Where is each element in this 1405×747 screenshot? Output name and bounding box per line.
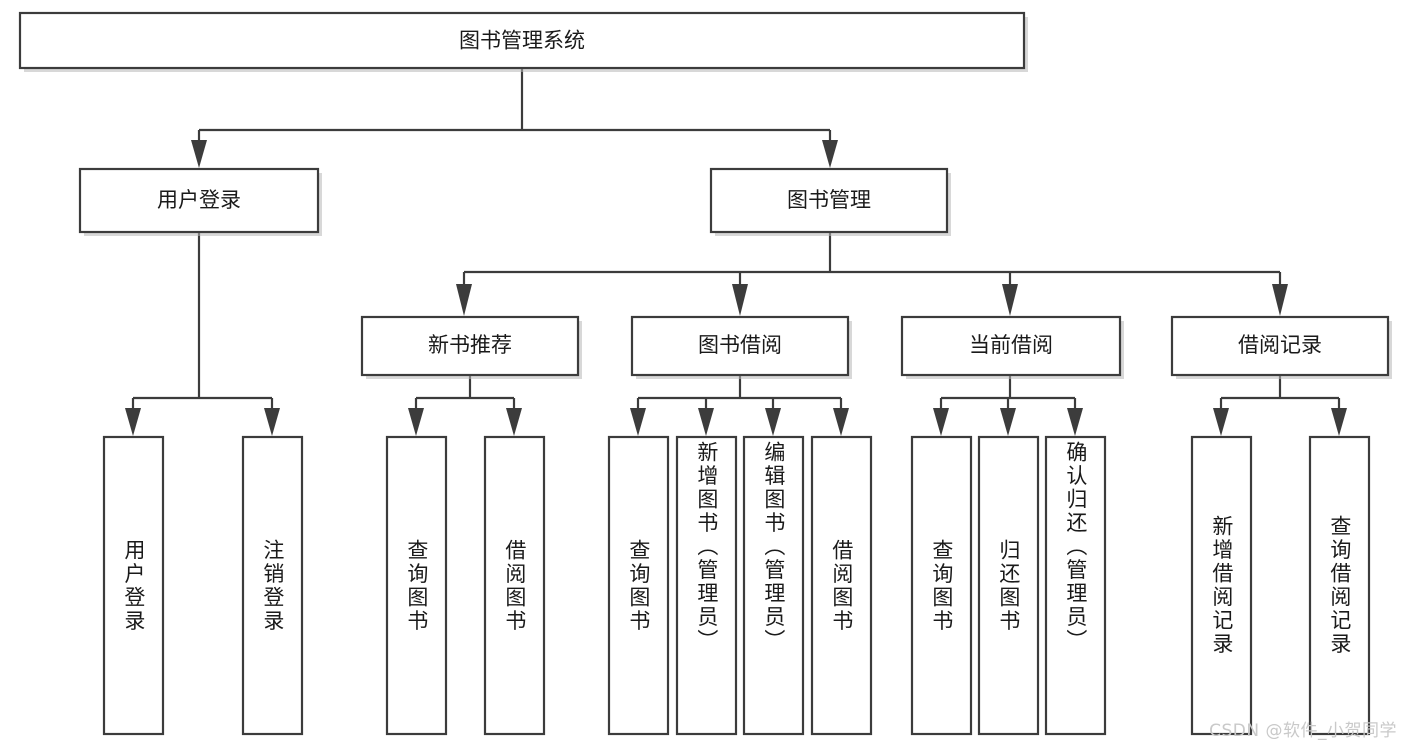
node-box-leaf-borrow-book-recommend[interactable]	[483, 435, 546, 736]
node-box-leaf-add-borrow-record[interactable]	[1190, 435, 1253, 736]
nodes-layer: 图书管理系统 用户登录 图书管理 新书推荐 图书借阅 当前借阅 借阅记录	[18, 11, 1392, 736]
node-box-user-login[interactable]	[78, 167, 320, 234]
arrow-head-current-borrow	[1002, 284, 1018, 316]
arrow-head-leaf-logout-login	[264, 408, 280, 436]
watermark-text: CSDN @软件_小贺同学	[1209, 721, 1397, 741]
node-box-leaf-query-book-recommend[interactable]	[385, 435, 448, 736]
arrow-head-leaf-query-book-borrow	[630, 408, 646, 436]
node-box-leaf-query-book-current[interactable]	[910, 435, 973, 736]
arrow-head-leaf-query-borrow-record	[1331, 408, 1347, 436]
arrow-head-leaf-borrow-book-recommend	[506, 408, 522, 436]
arrow-head-user-login	[191, 140, 207, 168]
node-box-borrow-record[interactable]	[1170, 315, 1390, 377]
arrow-head-leaf-query-book-recommend	[408, 408, 424, 436]
node-label-root: 图书管理系统	[459, 29, 585, 53]
node-box-book-manage[interactable]	[709, 167, 949, 234]
node-box-book-borrow[interactable]	[630, 315, 850, 377]
node-box-new-book-recommend[interactable]	[360, 315, 580, 377]
node-label-borrow-record: 借阅记录	[1238, 333, 1322, 357]
node-label-current-borrow: 当前借阅	[969, 333, 1053, 357]
node-label-new-book-recommend: 新书推荐	[428, 333, 512, 357]
node-box-leaf-return-book[interactable]	[977, 435, 1040, 736]
arrow-head-leaf-borrow-book	[833, 408, 849, 436]
node-box-leaf-query-borrow-record[interactable]	[1308, 435, 1371, 736]
arrow-head-book-borrow	[732, 284, 748, 316]
node-box-root[interactable]	[18, 11, 1026, 70]
node-label-book-borrow: 图书借阅	[698, 333, 782, 357]
arrow-head-borrow-record	[1272, 284, 1288, 316]
node-label-book-manage: 图书管理	[787, 188, 871, 212]
arrow-head-leaf-query-book-current	[933, 408, 949, 436]
arrow-head-leaf-add-borrow-record	[1213, 408, 1229, 436]
connectors-layer	[125, 68, 1347, 436]
node-box-leaf-edit-book[interactable]	[742, 435, 805, 736]
node-box-leaf-confirm-return[interactable]	[1044, 435, 1107, 736]
node-label-user-login: 用户登录	[157, 188, 241, 212]
arrow-head-new-book-recommend	[456, 284, 472, 316]
arrow-head-leaf-confirm-return	[1067, 408, 1083, 436]
node-box-leaf-query-book-borrow[interactable]	[607, 435, 670, 736]
node-box-current-borrow[interactable]	[900, 315, 1122, 377]
arrow-head-book-manage	[822, 140, 838, 168]
arrow-head-leaf-user-login	[125, 408, 141, 436]
node-box-leaf-borrow-book[interactable]	[810, 435, 873, 736]
node-box-leaf-add-book[interactable]	[675, 435, 738, 736]
arrow-head-leaf-return-book	[1000, 408, 1016, 436]
arrow-head-leaf-add-book	[698, 408, 714, 436]
arrow-head-leaf-edit-book	[765, 408, 781, 436]
node-box-leaf-user-login[interactable]	[102, 435, 165, 736]
node-box-leaf-logout-login[interactable]	[241, 435, 304, 736]
